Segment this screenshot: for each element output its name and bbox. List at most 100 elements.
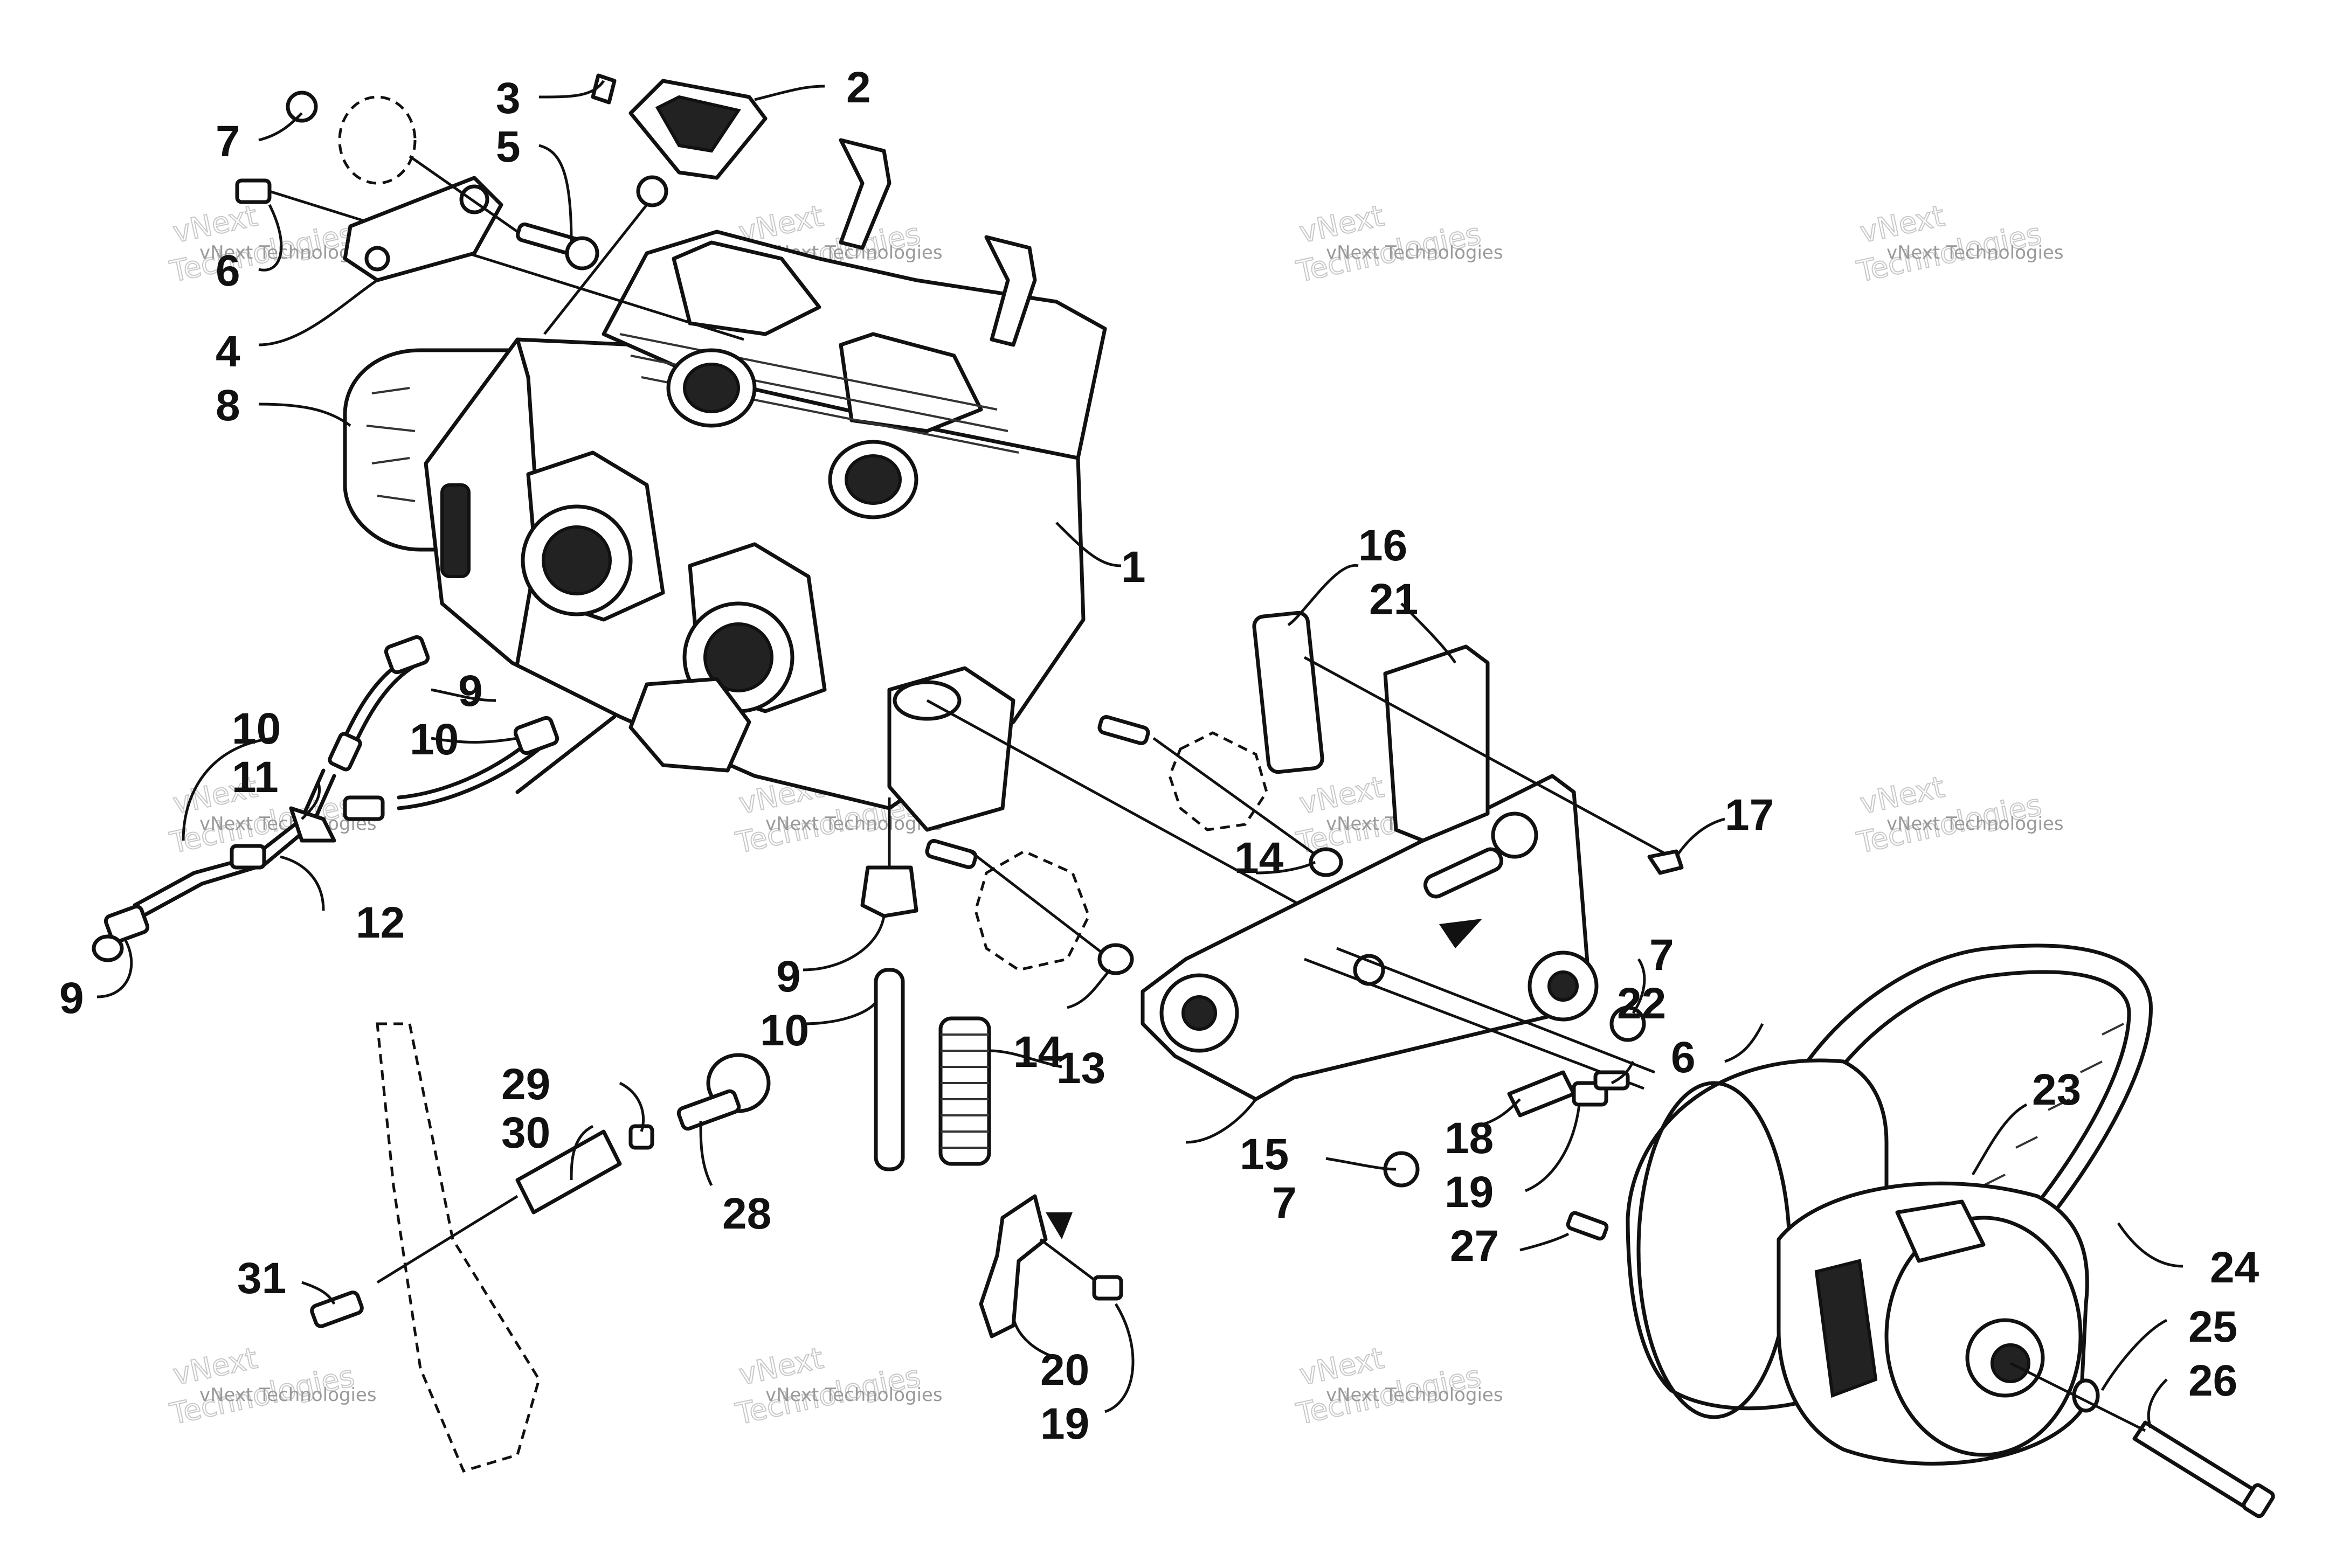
callout-label: 10 (760, 1006, 809, 1055)
crankcase-slot (440, 483, 471, 578)
callout-label: 19 (1445, 1168, 1494, 1217)
callout-label: 29 (501, 1060, 550, 1109)
nut (1609, 1005, 1646, 1042)
spring (938, 1016, 991, 1166)
callout-label: 9 (776, 952, 801, 1001)
callout-label: 1 (1121, 543, 1146, 592)
nut (286, 91, 318, 123)
callout-label: 7 (1649, 931, 1674, 980)
washer (1097, 943, 1134, 975)
watermark-text: vNext Technologies (199, 1384, 377, 1406)
callout-label: 20 (1040, 1345, 1089, 1394)
bolt-head (235, 178, 272, 204)
clamp (860, 865, 918, 918)
callout-label: 15 (1240, 1130, 1289, 1179)
callout-label: 6 (1671, 1033, 1696, 1082)
isolator-phantom (1168, 731, 1268, 831)
callout-label: 14 (1013, 1028, 1063, 1077)
callout-label: 24 (2210, 1243, 2259, 1292)
drive-clutch-group (1566, 943, 2275, 1518)
fitting (343, 795, 385, 821)
bolt (1566, 1211, 1609, 1241)
callout-label: 8 (216, 381, 240, 430)
callout-label: 27 (1450, 1222, 1499, 1271)
callout-label: 17 (1725, 790, 1774, 839)
watermark-10: vNext Technologies vNext Technologies (732, 1341, 943, 1432)
engine-mount-plate-group (1141, 610, 1684, 1188)
spacer-block (1383, 644, 1490, 843)
callout-label: 25 (2188, 1302, 2237, 1351)
callout-label: 22 (1617, 979, 1666, 1028)
callout-label: 11 (232, 753, 279, 802)
lower-left-group (310, 1022, 771, 1473)
clamp (103, 904, 150, 944)
starter-handle-group (543, 73, 768, 335)
callout-label: 26 (2188, 1356, 2237, 1405)
callout-label: 7 (1272, 1178, 1297, 1227)
callout-label: 28 (722, 1189, 771, 1238)
callout-label: 10 (410, 715, 459, 764)
callout-label: 9 (59, 974, 84, 1023)
callout-label: 2 (846, 63, 871, 112)
bolt (1097, 715, 1150, 745)
callout-label: 6 (216, 246, 240, 295)
bolt (310, 1291, 364, 1328)
callout-label: 30 (501, 1108, 550, 1157)
bracket-group (979, 1194, 1123, 1338)
chassis-phantom (376, 1022, 541, 1473)
callout-label: 12 (356, 898, 405, 947)
watermark-text: vNext Technologies (765, 813, 943, 835)
oil-pump (628, 677, 751, 773)
callout-label: 4 (216, 327, 240, 376)
callout-label: 21 (1369, 575, 1418, 624)
watermark-text: vNext Technologies (1326, 242, 1503, 263)
spark-plug-cap (984, 235, 1037, 347)
watermark-text: vNext Technologies (1326, 1384, 1503, 1406)
watermark-9: vNext Technologies vNext Technologies (166, 1341, 377, 1432)
orientation-arrow (1046, 1212, 1073, 1239)
watermark-text: vNext Technologies (1886, 242, 2064, 263)
spacer (1252, 610, 1324, 774)
engine-assembly (343, 138, 1322, 918)
watermark-4: vNext Technologies vNext Technologies (1853, 198, 2064, 289)
clutch-bolt (2132, 1420, 2261, 1511)
watermark-3: vNext Technologies vNext Technologies (1293, 198, 1503, 289)
callout-label: 7 (216, 117, 240, 166)
oil-line-group (92, 635, 617, 962)
center-shaft-group (860, 715, 1343, 1171)
clamp (384, 635, 430, 675)
stud (676, 1089, 741, 1131)
crankshaft-axis (926, 699, 1322, 918)
watermark-text: vNext Technologies (1886, 813, 2064, 835)
bolt (1092, 1275, 1123, 1301)
upper-mount-group (235, 91, 744, 341)
oil-line (874, 968, 905, 1171)
bolt (925, 839, 978, 869)
watermark-text: vNext Technologies (765, 1384, 943, 1406)
isolator-phantom (338, 95, 417, 185)
callout-label: 10 (232, 704, 281, 753)
watermark-11: vNext Technologies vNext Technologies (1293, 1341, 1503, 1432)
callout-labels: 2 3 5 7 6 4 8 1 16 21 17 9 10 10 11 12 9… (59, 63, 2259, 1448)
callout-label: 5 (496, 122, 521, 171)
bracket (979, 1194, 1048, 1338)
callout-label: 16 (1358, 521, 1407, 570)
spark-plug-cap (839, 138, 891, 250)
callout-label: 14 (1234, 834, 1284, 883)
washer (1309, 847, 1343, 877)
orientation-arrow (1439, 919, 1482, 948)
callout-label: 13 (1056, 1044, 1105, 1093)
screw (1647, 849, 1684, 875)
callout-label: 9 (458, 667, 483, 716)
callout-label: 18 (1445, 1114, 1494, 1163)
callout-label: 19 (1040, 1399, 1089, 1448)
drive-belt (1764, 943, 2153, 1328)
tee-fitting (289, 806, 336, 843)
callout-label: 3 (496, 74, 521, 123)
watermark-8: vNext Technologies vNext Technologies (1853, 769, 2064, 861)
nut (628, 1124, 654, 1150)
callout-label: 31 (237, 1254, 286, 1303)
fitting (230, 844, 266, 870)
leader-lines (96, 80, 2183, 1428)
